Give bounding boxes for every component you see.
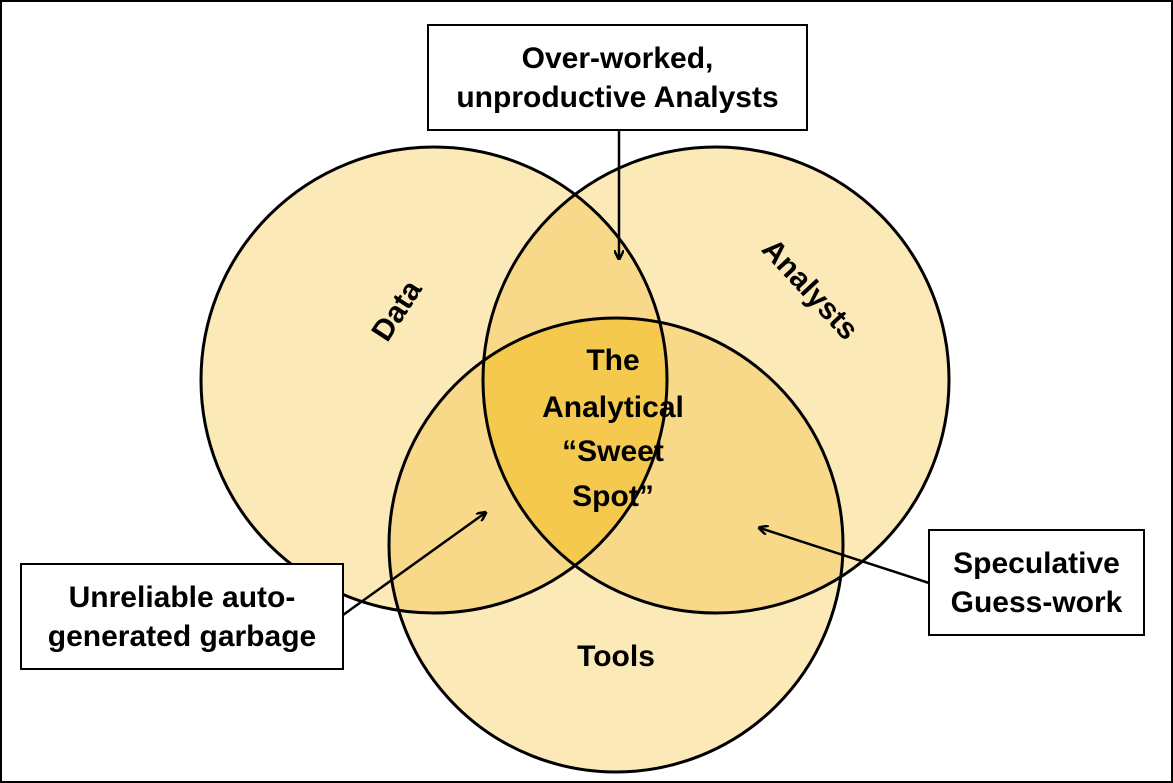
overworked-callout-line-1: Over-worked, — [521, 41, 714, 75]
overworked-analysts-callout: Over-worked, unproductive Analysts — [427, 24, 808, 131]
sweet-spot-line-2: Analytical — [542, 391, 684, 424]
data-circle — [199, 145, 669, 615]
tools-circle — [387, 316, 845, 774]
tools-label: Tools — [577, 640, 655, 673]
sweet-spot-line-4: Spot” — [572, 480, 654, 513]
sweet-spot-line-3: “Sweet — [562, 435, 664, 468]
analysts-circle — [481, 145, 951, 615]
right-arrow — [760, 528, 930, 585]
unreliable-callout-line-1: Unreliable auto- — [68, 580, 296, 614]
left-arrow — [342, 513, 485, 617]
overworked-callout-line-2: unproductive Analysts — [456, 80, 779, 114]
speculative-callout-line-2: Guess-work — [950, 585, 1123, 619]
unreliable-garbage-callout: Unreliable auto- generated garbage — [20, 563, 344, 670]
speculative-guesswork-callout: Speculative Guess-work — [928, 529, 1145, 636]
unreliable-callout-line-2: generated garbage — [47, 619, 317, 653]
speculative-callout-line-1: Speculative — [953, 546, 1120, 580]
sweet-spot-line-1: The — [586, 344, 639, 377]
